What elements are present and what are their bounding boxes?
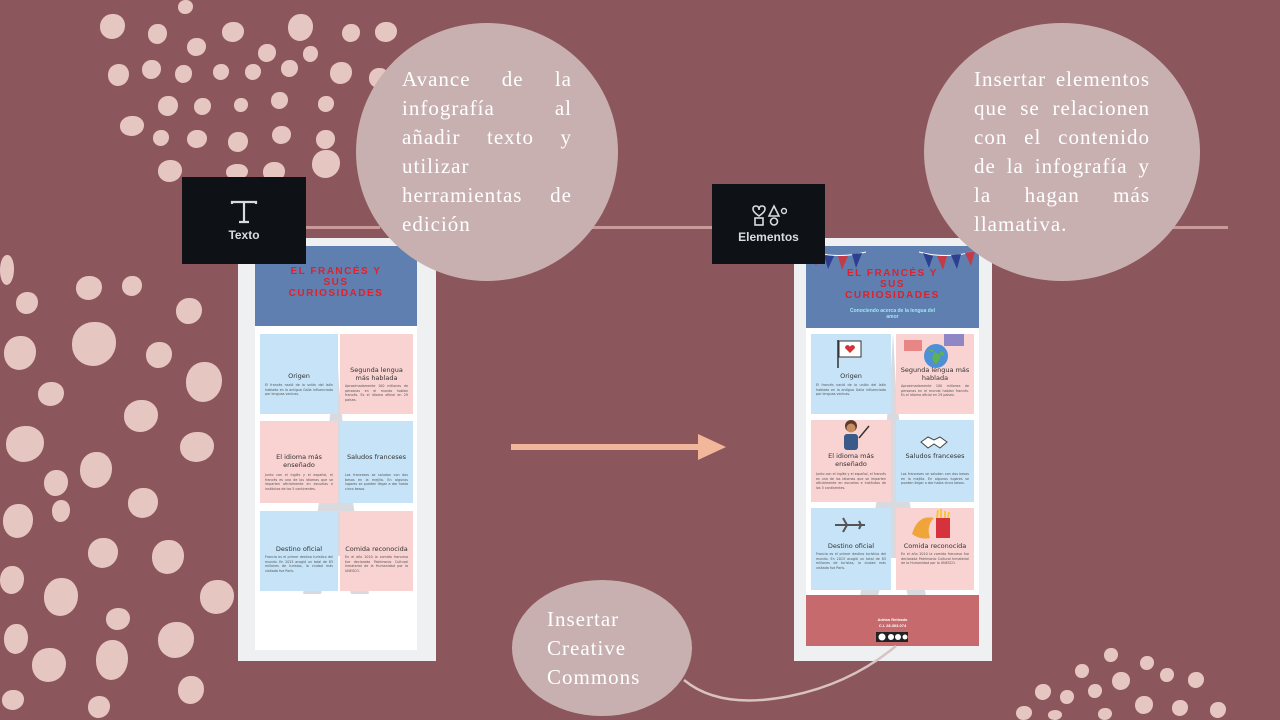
tile-destino: Destino oficial Francia es el primer des… (260, 511, 338, 591)
bubble-creative-commons: Insertar Creative Commons (512, 580, 692, 716)
bubble-connector-line (683, 645, 897, 702)
handshake-icon (920, 436, 948, 449)
tile-saludos-final: Saludos franceses Los franceses se salud… (896, 420, 974, 502)
text-tool-button[interactable]: Texto (182, 177, 306, 264)
text-icon (230, 200, 258, 223)
tile-comida-final: Comida reconocida En el año 2010 la comi… (896, 508, 974, 590)
bubble-elements-step: Insertar elementos que se relacionen con… (924, 23, 1200, 281)
creative-commons-icon (876, 632, 908, 642)
arrow-head-icon (698, 434, 726, 460)
infographic-title-final: EL FRANCÉS Y SUS CURIOSIDADES (845, 268, 940, 301)
infographic-subtitle: Conociendo acerca de la lengua del amor (849, 308, 936, 320)
globe-speech-icon (904, 334, 964, 368)
infographic-preview-after: EL FRANCÉS Y SUS CURIOSIDADES Conociendo… (794, 238, 992, 661)
infographic-title: EL FRANCÉS Y SUS CURIOSIDADES (288, 266, 384, 299)
infographic-sheet: EL FRANCÉS Y SUS CURIOSIDADES Origen El … (255, 246, 417, 650)
infographic-preview-before: EL FRANCÉS Y SUS CURIOSIDADES Origen El … (238, 238, 436, 661)
tile-idioma-ensenado: El idioma más enseñado Junto con el ingl… (260, 421, 338, 503)
text-tool-label: Texto (228, 227, 260, 242)
elements-tool-label: Elementos (738, 230, 799, 244)
tile-origen-final: Origen El francés nació de la unión del … (811, 334, 891, 414)
timeline-line-middle (590, 226, 720, 229)
tile-segunda-lengua: Segunda lengua más hablada Aproximadamen… (340, 334, 413, 414)
flag-icon (837, 340, 862, 368)
infographic-header-final: EL FRANCÉS Y SUS CURIOSIDADES Conociendo… (806, 246, 979, 328)
teacher-icon (844, 420, 870, 450)
airplane-icon (835, 517, 865, 533)
footer-id: C.I. 28.303.074 (878, 623, 907, 628)
bubble-text-step: Avance de la infografía al añadir texto … (356, 23, 618, 281)
timeline-line-right (1150, 226, 1228, 229)
timeline-line-left (300, 226, 380, 229)
tile-comida: Comida reconocida En el año 2010 la comi… (340, 511, 413, 591)
elements-tool-button[interactable]: Elementos (712, 184, 825, 264)
tile-saludos: Saludos franceses Los franceses se salud… (340, 421, 413, 503)
elements-icon (751, 204, 787, 226)
tile-segunda-lengua-final: Segunda lengua más hablada Aproximadamen… (896, 334, 974, 414)
tile-idioma-ensenado-final: El idioma más enseñado Junto con el ingl… (811, 420, 891, 502)
progress-arrow (511, 444, 703, 450)
infographic-footer: Adrian Retirado C.I. 28.303.074 (806, 595, 979, 646)
tile-destino-final: Destino oficial Francia es el primer des… (811, 508, 891, 590)
infographic-sheet-final: EL FRANCÉS Y SUS CURIOSIDADES Conociendo… (806, 246, 979, 646)
footer-author: Adrian Retirado (877, 617, 908, 622)
croissant-fries-icon (912, 509, 950, 539)
tile-origen: Origen El francés nació de la unión del … (260, 334, 338, 414)
